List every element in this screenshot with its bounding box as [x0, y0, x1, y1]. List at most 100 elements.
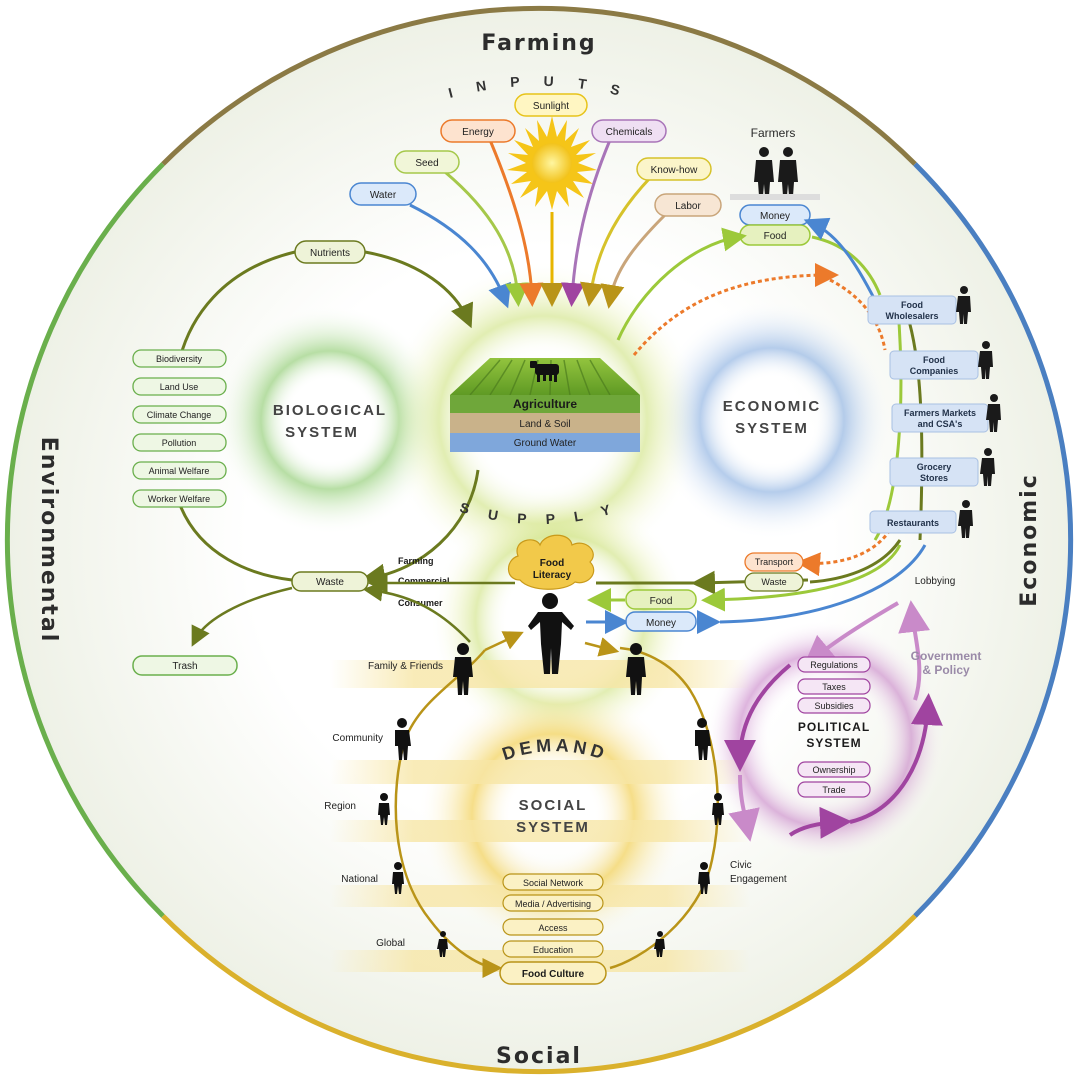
ring-social-arc — [161, 914, 917, 1075]
social-factor: Social Network — [502, 873, 604, 891]
political-tool: Ownership — [797, 761, 871, 778]
cow-icon — [530, 361, 559, 382]
svg-text:Trash: Trash — [172, 661, 197, 672]
svg-text:Land & Soil: Land & Soil — [519, 419, 570, 430]
waste-pill: Waste — [291, 571, 369, 592]
bio-factor: Animal Welfare — [132, 461, 227, 480]
svg-text:Waste: Waste — [316, 577, 344, 588]
svg-text:Media / Advertising: Media / Advertising — [515, 899, 591, 909]
svg-text:Community: Community — [332, 733, 383, 744]
svg-text:Global: Global — [376, 938, 405, 949]
input-sunlight: Sunlight — [514, 93, 588, 117]
political-tool: Trade — [797, 781, 871, 798]
svg-text:Labor: Labor — [675, 201, 701, 212]
svg-text:Seed: Seed — [415, 158, 438, 169]
food-literacy-cloud: Food Literacy — [507, 534, 595, 590]
ring-environmental-arc — [4, 162, 165, 918]
svg-text:Money: Money — [760, 211, 790, 222]
demand-band — [330, 820, 750, 842]
svg-text:Literacy: Literacy — [533, 570, 572, 581]
demand-band — [330, 950, 750, 972]
svg-text:Know-how: Know-how — [651, 165, 698, 176]
svg-text:Food: Food — [901, 300, 923, 310]
social-factor-list: Social Network Media / Advertising Acces… — [499, 873, 607, 985]
bio-factor-list: Biodiversity Land Use Climate Change Pol… — [132, 349, 227, 508]
consumer-person-icon — [528, 593, 574, 674]
social-factor: Access — [502, 918, 604, 936]
food-pill-consumer: Food — [625, 589, 697, 610]
civic-engagement-label-2: Engagement — [730, 874, 787, 885]
nutrients-pill: Nutrients — [294, 240, 366, 264]
bio-factor: Land Use — [132, 377, 227, 396]
political-tool: Subsidies — [797, 697, 871, 714]
chemicals-arrow — [560, 139, 612, 307]
svg-text:Trade: Trade — [822, 785, 845, 795]
svg-text:Transport: Transport — [755, 557, 794, 567]
input-arrows — [409, 139, 667, 309]
input-chemicals: Chemicals — [591, 119, 667, 143]
svg-text:Animal Welfare: Animal Welfare — [149, 466, 210, 476]
svg-text:Biodiversity: Biodiversity — [156, 354, 203, 364]
svg-text:Restaurants: Restaurants — [887, 518, 939, 528]
svg-text:Stores: Stores — [920, 473, 948, 483]
svg-text:Food Culture: Food Culture — [522, 969, 585, 980]
biological-title: BIOLOGICAL — [273, 402, 387, 419]
knowhow-arrow — [580, 176, 652, 307]
svg-text:Food: Food — [764, 231, 787, 242]
svg-text:Food: Food — [650, 596, 673, 607]
svg-text:Food: Food — [923, 355, 945, 365]
svg-text:Commercial: Commercial — [398, 576, 450, 586]
farmers-icon — [754, 147, 798, 196]
economic-actor: Food Companies — [889, 350, 979, 380]
economic-actor-person-icons — [956, 286, 1001, 538]
input-energy: Energy — [440, 119, 516, 143]
svg-text:Agriculture: Agriculture — [513, 397, 577, 411]
bio-factor: Climate Change — [132, 405, 227, 424]
svg-text:Chemicals: Chemicals — [606, 127, 653, 138]
social-factor: Media / Advertising — [502, 894, 604, 912]
government-policy-label-2: & Policy — [922, 663, 970, 677]
svg-text:Climate Change: Climate Change — [147, 410, 212, 420]
svg-text:Social Network: Social Network — [523, 878, 584, 888]
svg-text:Access: Access — [538, 923, 568, 933]
svg-text:Regulations: Regulations — [810, 660, 858, 670]
political-cycle — [724, 600, 943, 842]
waste-pill-economic: Waste — [744, 572, 804, 592]
bio-factor: Pollution — [132, 433, 227, 452]
svg-text:Worker Welfare: Worker Welfare — [148, 494, 210, 504]
svg-text:Sunlight: Sunlight — [533, 101, 569, 112]
svg-text:and CSA's: and CSA's — [918, 419, 963, 429]
demand-band — [330, 760, 750, 784]
ring-label-social: Social — [496, 1044, 582, 1069]
bio-factor: Biodiversity — [132, 349, 227, 368]
transport-pill: Transport — [744, 552, 804, 572]
farmers-shadow — [730, 194, 820, 200]
economic-halo — [652, 300, 892, 540]
energy-arrow — [488, 139, 544, 307]
input-seed: Seed — [394, 150, 460, 174]
input-water: Water — [349, 182, 417, 206]
svg-text:Grocery: Grocery — [917, 462, 952, 472]
food-culture-pill: Food Culture — [499, 961, 607, 985]
svg-text:Region: Region — [324, 801, 356, 812]
svg-text:Ownership: Ownership — [812, 765, 855, 775]
svg-text:Money: Money — [646, 618, 676, 629]
svg-text:Companies: Companies — [910, 366, 959, 376]
svg-text:Food: Food — [540, 558, 564, 569]
economic-actor: Food Wholesalers — [867, 295, 957, 325]
svg-text:Nutrients: Nutrients — [310, 248, 350, 259]
social-scale-person-icons — [378, 643, 724, 957]
bio-factor: Worker Welfare — [132, 489, 227, 508]
ring-label-farming: Farming — [481, 31, 596, 56]
input-labor: Labor — [654, 193, 722, 217]
political-title-2: SYSTEM — [806, 736, 861, 750]
ring-economic-arc — [913, 162, 1074, 918]
svg-text:Waste: Waste — [761, 577, 786, 587]
ring-farming-arc — [161, 5, 917, 166]
seed-arrow — [444, 170, 530, 307]
political-tool: Taxes — [797, 678, 871, 695]
svg-text:Family & Friends: Family & Friends — [368, 661, 443, 672]
farmers-label: Farmers — [751, 126, 796, 140]
waste-flows — [191, 573, 515, 647]
